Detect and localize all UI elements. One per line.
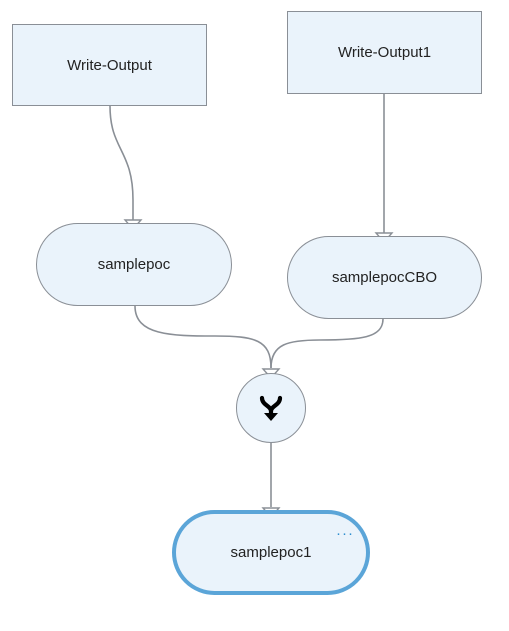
more-options-icon[interactable]: ··· bbox=[336, 525, 354, 542]
node-samplepoccbo[interactable]: samplepocCBO bbox=[287, 236, 482, 319]
node-write-output1[interactable]: Write-Output1 bbox=[287, 11, 482, 94]
join-node[interactable] bbox=[236, 373, 306, 443]
node-samplepoc[interactable]: samplepoc bbox=[36, 223, 232, 306]
merge-icon bbox=[259, 395, 283, 421]
node-write-output[interactable]: Write-Output bbox=[12, 24, 207, 106]
connector-write-output-to-samplepoc bbox=[109, 105, 134, 220]
node-label: samplepocCBO bbox=[331, 269, 438, 286]
connector-samplepoc-to-join bbox=[134, 305, 272, 369]
node-label: samplepoc bbox=[97, 256, 171, 273]
node-label: Write-Output bbox=[67, 56, 152, 74]
node-label: samplepoc1 bbox=[230, 544, 312, 561]
connector-samplepoccbo-to-join bbox=[270, 318, 384, 369]
node-label: Write-Output1 bbox=[337, 44, 432, 61]
node-samplepoc1[interactable]: samplepoc1 ··· bbox=[172, 510, 370, 595]
